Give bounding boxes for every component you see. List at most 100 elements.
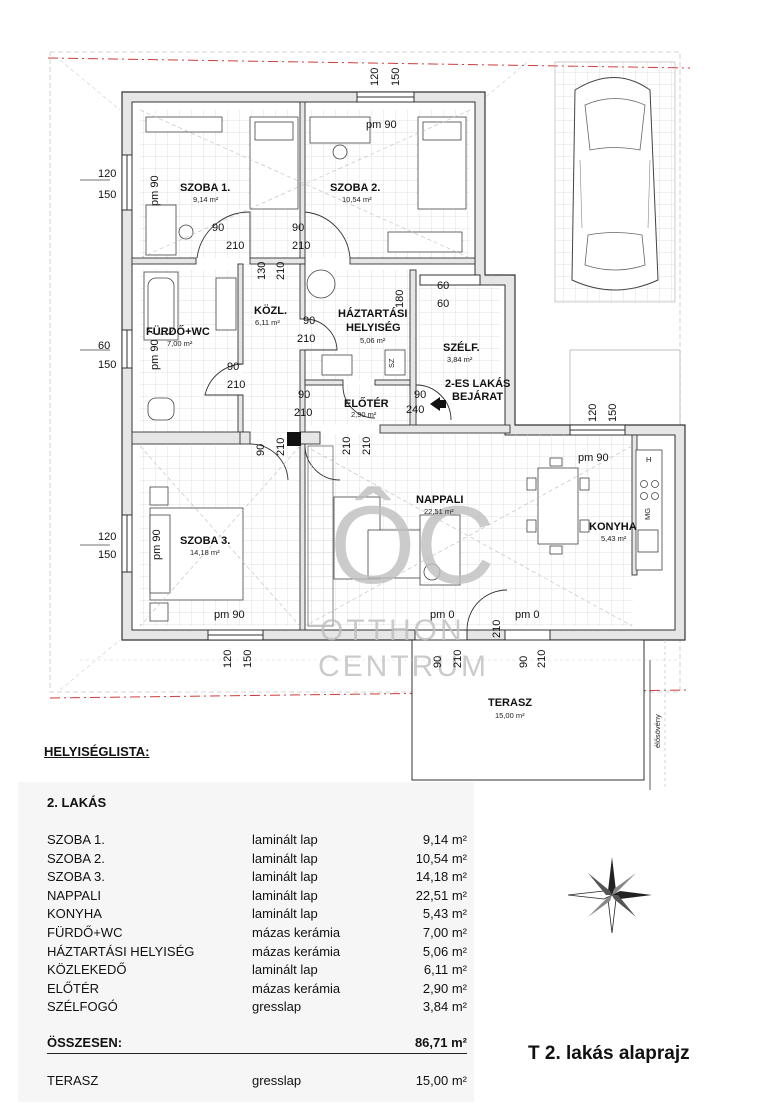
dim-w6-90: 90 [432, 656, 444, 668]
room-szoba3-area: 14,18 m² [190, 548, 220, 557]
dim-d3-210: 210 [297, 333, 315, 345]
room-list-area: 9,14 m² [422, 832, 467, 847]
dim-w2-150: 150 [98, 359, 116, 371]
room-list-area: 10,54 m² [415, 850, 467, 866]
room-terasz-name: TERASZ [488, 697, 532, 709]
room-list-material: mázas kerámia [252, 980, 341, 996]
microwave-label: MG [643, 508, 652, 520]
room-list-row: ELŐTÉR mázas kerámia 2,90 m² [47, 981, 467, 999]
hedge-label: élősövény [653, 714, 662, 748]
dim-d3-90: 90 [303, 315, 315, 327]
dim-v-130: 130 [256, 262, 268, 280]
dim-pm90-left3: pm 90 [151, 529, 163, 560]
dim-szelf-60b: 60 [437, 298, 449, 310]
drawing-caption: T 2. lakás alaprajz [528, 1043, 690, 1064]
dim-d6-240: 240 [406, 404, 424, 416]
room-list-material: gresslap [252, 999, 302, 1015]
dim-v-210: 210 [275, 262, 287, 280]
room-list-name: SZOBA 1. [47, 832, 105, 847]
room-list-material: laminált lap [252, 906, 318, 922]
terrace-name: TERASZ [47, 1073, 99, 1088]
room-list-area: 14,18 m² [415, 869, 467, 885]
watermark-line2: CENTRUM [318, 650, 489, 683]
dim-w4-120: 120 [98, 531, 116, 543]
room-labels: SZOBA 1. 9,14 m² SZOBA 2. 10,54 m² FÜRDŐ… [146, 182, 662, 748]
terrace-material: gresslap [252, 1073, 302, 1088]
room-szoba2-name: SZOBA 2. [330, 182, 380, 194]
terrace [80, 639, 680, 790]
room-list-material: laminált lap [252, 832, 318, 847]
dim-pm90-left1: pm 90 [149, 175, 161, 206]
room-list-name: HÁZTARTÁSI HELYISÉG [47, 943, 195, 959]
dim-d2-90: 90 [292, 222, 304, 234]
dim-top-120: 120 [369, 68, 381, 86]
room-list-area: 22,51 m² [415, 887, 467, 903]
dim-w7-90: 90 [518, 656, 530, 668]
total-label: ÖSSZESEN: [47, 1035, 123, 1050]
windows [121, 91, 626, 641]
dim-w6-210: 210 [452, 650, 464, 668]
room-konyha-name: KONYHA [589, 521, 637, 533]
room-list-name: FÜRDŐ+WC [47, 925, 123, 940]
dimension-labels: 120 150 pm 90 120 150 pm 90 90 210 90 21… [98, 68, 619, 668]
room-list-area: 2,90 m² [422, 980, 467, 996]
room-list-material: laminált lap [252, 869, 318, 885]
terrace-row: TERASZ gresslap 15,00 m² [47, 1073, 467, 1091]
dim-d4-90: 90 [227, 361, 239, 373]
dim-w2-60: 60 [98, 340, 110, 352]
room-haztartasi-name1: HÁZTARTÁSI [338, 307, 407, 320]
dim-d7-90: 90 [255, 444, 267, 456]
room-list-row: NAPPALI laminált lap 22,51 m² [47, 888, 467, 906]
dim-d7-210: 210 [275, 438, 287, 456]
room-list-area: 5,06 m² [422, 943, 467, 959]
total-row: ÖSSZESEN: 86,71 m² [47, 1035, 467, 1054]
room-furdo-name: FÜRDŐ+WC [146, 325, 210, 338]
dim-szelf-60a: 60 [437, 280, 449, 292]
room-list-name: ELŐTÉR [47, 980, 100, 996]
room-list-name: NAPPALI [47, 887, 101, 903]
watermark-line1: OTTHON [320, 614, 465, 647]
room-haztartasi-name2: HELYISÉG [346, 321, 401, 334]
dim-w7-210: 210 [536, 650, 548, 668]
room-eloter-area: 2,90 m² [351, 410, 377, 419]
dim-top-150: 150 [390, 68, 402, 86]
floor-plan: ÔC OTTHON CENTRUM SZOBA 1. 9,14 m² SZOBA… [47, 51, 691, 790]
parking-area [554, 61, 676, 303]
dim-d1-90: 90 [212, 222, 224, 234]
dim-pm90-top: pm 90 [366, 119, 397, 131]
room-list-material: laminált lap [252, 887, 318, 903]
room-eloter-name: ELŐTÉR [344, 397, 389, 410]
room-haztartasi-area: 5,06 m² [360, 336, 386, 345]
chimney [287, 432, 301, 446]
entrance-label-2: BEJÁRAT [452, 390, 503, 403]
apartment-label: 2. LAKÁS [47, 795, 107, 810]
dim-w1-150: 150 [98, 189, 116, 201]
dryer-label: SZ [387, 358, 396, 368]
stairs [307, 445, 334, 627]
dim-pm90-bottom: pm 90 [214, 609, 245, 621]
hatch-lines [139, 109, 633, 627]
dim-w4-150: 150 [98, 549, 116, 561]
dim-pm90-kitchen: pm 90 [578, 452, 609, 464]
dim-d8-210: 210 [361, 437, 373, 455]
room-nappali-name: NAPPALI [416, 494, 463, 506]
dim-d1-210: 210 [226, 240, 244, 252]
room-kozl-area: 6,11 m² [255, 318, 280, 327]
dim-d5-90: 90 [298, 389, 310, 401]
entrance-label-1: 2-ES LAKÁS [445, 377, 510, 390]
dim-w3-120: 120 [587, 404, 599, 422]
room-list-material: mázas kerámia [252, 925, 341, 940]
watermark-logo: ÔC [330, 484, 495, 607]
dim-d9-210: 210 [491, 620, 503, 638]
dim-w5-150: 150 [242, 650, 254, 668]
room-terasz-area: 15,00 m² [495, 711, 525, 720]
room-szoba1-area: 9,14 m² [193, 195, 219, 204]
room-list-material: laminált lap [252, 850, 318, 866]
dim-d8-220: 210 [341, 437, 353, 455]
room-list-name: SZOBA 3. [47, 869, 105, 885]
